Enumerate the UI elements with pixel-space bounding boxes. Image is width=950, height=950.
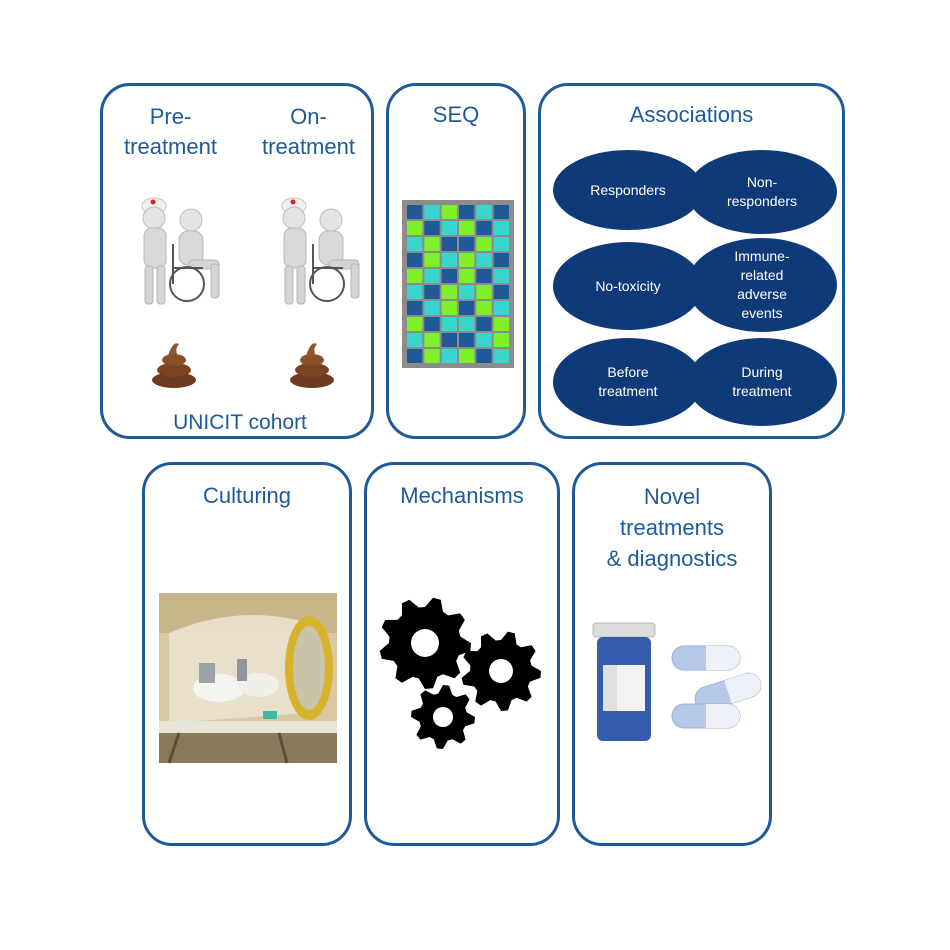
heatmap-cell xyxy=(441,253,457,267)
oval-before-treatment: Before treatment xyxy=(553,338,703,426)
oval-during-treatment: During treatment xyxy=(687,338,837,426)
heatmap-cell xyxy=(424,349,440,363)
novel-treatments-panel: Novel treatments & diagnostics xyxy=(572,462,772,846)
heatmap-cell xyxy=(424,301,440,315)
mechanisms-title: Mechanisms xyxy=(400,483,524,508)
capsule-icon xyxy=(671,645,741,671)
heatmap-cell xyxy=(441,317,457,331)
gear-hole xyxy=(411,629,439,657)
heatmap-cell xyxy=(441,205,457,219)
heatmap-cell xyxy=(407,317,423,331)
heatmap-cell xyxy=(407,253,423,267)
oval-no-toxicity: No-toxicity xyxy=(553,242,703,330)
heatmap-cell xyxy=(424,221,440,235)
cohort-panel: Pre- treatment On- treatment xyxy=(100,83,374,439)
heatmap-cell xyxy=(424,205,440,219)
heatmap-cell xyxy=(493,349,509,363)
gear-hole xyxy=(489,659,513,683)
heatmap-cell xyxy=(493,221,509,235)
heatmap-cell xyxy=(407,269,423,283)
gear-hole xyxy=(433,707,453,727)
oval-immune-related-adverse-events: Immune- related adverse events xyxy=(687,238,837,332)
heatmap-cell xyxy=(493,285,509,299)
heatmap-cell xyxy=(493,237,509,251)
heatmap-cell xyxy=(441,301,457,315)
heatmap-cell xyxy=(441,237,457,251)
heatmap-cell xyxy=(459,285,475,299)
heatmap-cell xyxy=(424,237,440,251)
capsule-icon xyxy=(694,672,762,712)
stool-sample-icon xyxy=(290,343,334,388)
seq-panel: SEQ xyxy=(386,83,526,439)
heatmap-cell xyxy=(493,333,509,347)
sequencing-heatmap xyxy=(402,200,514,368)
oval-non-responders: Non- responders xyxy=(687,150,837,234)
caregiver-wheelchair-icon xyxy=(281,197,360,305)
gears-icon xyxy=(379,597,541,749)
capsule-icon xyxy=(671,703,741,729)
heatmap-cell xyxy=(476,253,492,267)
heatmap-cell xyxy=(459,221,475,235)
heatmap-cell xyxy=(493,317,509,331)
heatmap-cell xyxy=(424,285,440,299)
cohort-label: UNICIT cohort xyxy=(173,411,307,434)
mechanisms-panel: Mechanisms xyxy=(364,462,560,846)
heatmap-cell xyxy=(441,269,457,283)
stool-sample-icon xyxy=(152,343,196,388)
seq-title: SEQ xyxy=(432,102,480,127)
heatmap-cell xyxy=(459,205,475,219)
culturing-panel: Culturing xyxy=(142,462,352,846)
heatmap-cell xyxy=(476,301,492,315)
novel-treatments-title: Novel treatments & diagnostics xyxy=(606,484,738,571)
heatmap-cell xyxy=(459,269,475,283)
heatmap-cell xyxy=(424,333,440,347)
pre-treatment-label: Pre- treatment xyxy=(124,104,217,159)
associations-title: Associations xyxy=(629,102,754,127)
heatmap-cell xyxy=(459,237,475,251)
caregiver-wheelchair-icon xyxy=(141,197,220,305)
heatmap-cell xyxy=(493,301,509,315)
associations-panel: Associations Responders Non- responders … xyxy=(538,83,845,439)
heatmap-cell xyxy=(407,349,423,363)
heatmap-cell xyxy=(493,205,509,219)
heatmap-cell xyxy=(424,317,440,331)
heatmap-cell xyxy=(459,349,475,363)
heatmap-cell xyxy=(493,269,509,283)
heatmap-cell xyxy=(407,237,423,251)
pill-bottle-icon xyxy=(592,622,656,741)
heatmap-cell xyxy=(407,301,423,315)
heatmap-cell xyxy=(407,205,423,219)
heatmap-cell xyxy=(476,237,492,251)
heatmap-cell xyxy=(476,333,492,347)
oval-responders: Responders xyxy=(553,150,703,230)
heatmap-cell xyxy=(424,253,440,267)
heatmap-cell xyxy=(424,269,440,283)
on-treatment-label: On- treatment xyxy=(262,104,355,159)
heatmap-cell xyxy=(476,317,492,331)
culturing-title: Culturing xyxy=(202,483,292,508)
heatmap-cell xyxy=(441,349,457,363)
heatmap-cell xyxy=(476,205,492,219)
heatmap-cell xyxy=(459,253,475,267)
heatmap-cell xyxy=(441,221,457,235)
heatmap-cell xyxy=(476,285,492,299)
heatmap-cell xyxy=(407,221,423,235)
anaerobic-chamber-photo xyxy=(159,593,337,764)
heatmap-cell xyxy=(459,333,475,347)
heatmap-cell xyxy=(441,285,457,299)
heatmap-cell xyxy=(407,333,423,347)
heatmap-cell xyxy=(407,285,423,299)
heatmap-cell xyxy=(476,221,492,235)
heatmap-cell xyxy=(493,253,509,267)
heatmap-cell xyxy=(459,301,475,315)
heatmap-cell xyxy=(459,317,475,331)
heatmap-cell xyxy=(441,333,457,347)
heatmap-cell xyxy=(476,349,492,363)
heatmap-cell xyxy=(476,269,492,283)
